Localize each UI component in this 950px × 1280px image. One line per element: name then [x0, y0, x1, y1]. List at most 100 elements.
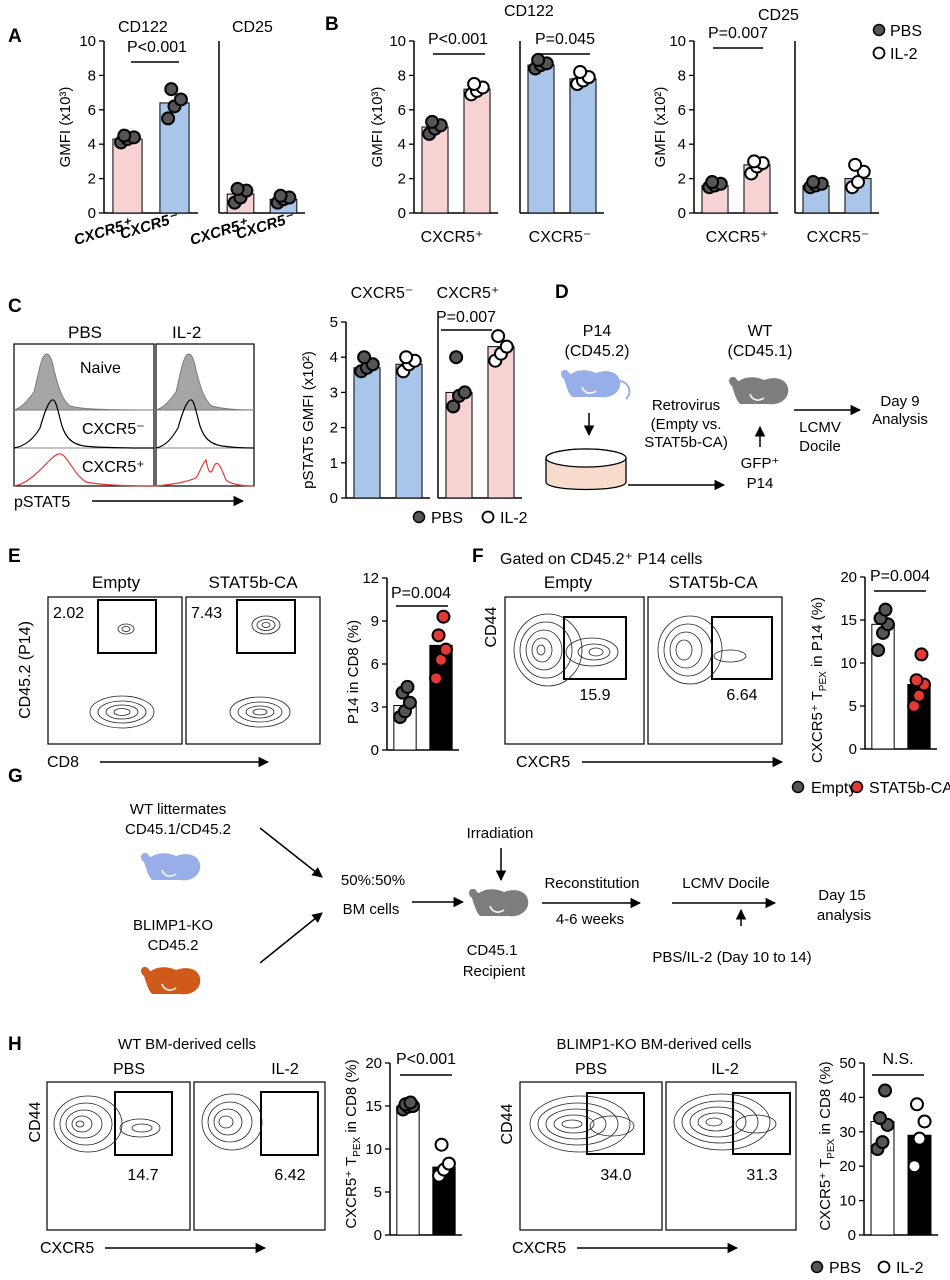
bar [463, 88, 491, 214]
panel-d-p14-b: P14 [747, 475, 774, 492]
panel-g-treatment: PBS/IL-2 (Day 10 to 14) [652, 949, 811, 966]
chart-c-pos [437, 322, 522, 499]
bar [396, 1105, 420, 1236]
panel-d-day-2: Analysis [872, 411, 928, 428]
panel-c-ylabel: pSTAT5 GMFI (x10²) [300, 351, 317, 489]
data-point [912, 688, 926, 703]
data-point [429, 671, 444, 686]
panel-h-wt-pvalue: P<0.001 [396, 1051, 456, 1068]
panel-e-empty-label: Empty [92, 573, 141, 592]
bar [527, 64, 555, 214]
data-point [457, 385, 472, 400]
panel-g-schematic: WT littermates CD45.1/CD45.2 BLIMP1-KO C… [125, 801, 871, 995]
panel-d-mouse-blue-icon [561, 369, 631, 400]
panel-e-gate-2 [236, 599, 296, 654]
data-point [173, 92, 188, 107]
panel-f-gated: Gated on CD45.2⁺ P14 cells [500, 551, 702, 568]
panel-label-b: B [325, 14, 339, 35]
panel-e-value-1: 2.02 [53, 605, 84, 622]
data-point [446, 399, 461, 414]
y-tick-label: 0 [330, 490, 338, 507]
panel-e-xlabel: CD8 [47, 754, 79, 771]
panel-a-pvalue: P<0.001 [127, 39, 187, 56]
bar [907, 1134, 932, 1236]
y-tick-label: 8 [88, 67, 96, 84]
panel-g-wt-1: WT littermates [130, 801, 226, 818]
data-point [747, 154, 762, 169]
bar [487, 346, 515, 499]
data-point [230, 181, 245, 196]
panel-h-ko-bar-ylabel-end: in CD8 (%) [817, 1061, 834, 1139]
panel-label-c: C [8, 296, 22, 317]
data-point [875, 1135, 890, 1150]
panel-g-wt-2: CD45.1/CD45.2 [125, 821, 231, 838]
data-point [531, 52, 546, 67]
panel-d-dish-icon [545, 448, 627, 491]
panel-b-ylabel-2: GMFI (x10²) [652, 87, 669, 168]
y-tick-label: 8 [398, 67, 406, 84]
panel-f-stat-label: STAT5b-CA [668, 573, 758, 592]
panel-a-xcat-2: CXCR5⁻ [118, 209, 181, 243]
y-tick-label: 4 [330, 349, 338, 366]
panel-f-value-1: 15.9 [579, 687, 610, 704]
y-tick-label: 10 [365, 1141, 382, 1158]
data-point [402, 695, 417, 710]
panel-h-ko-plot-2 [665, 1081, 797, 1231]
panel-label-g: G [8, 766, 23, 787]
panel-g-mix-1: 50%:50% [341, 872, 405, 889]
y-tick-label: 6 [678, 102, 686, 119]
panel-c-histograms: PBS IL-2 Naive CXCR5⁻ CXCR5⁺ pSTAT5 [13, 323, 255, 511]
data-point [438, 642, 453, 657]
data-point [399, 350, 414, 365]
panel-c-title-pos: CXCR5⁺ [437, 285, 500, 302]
panel-c-neg-hist-pbs [13, 399, 155, 449]
data-point [705, 175, 720, 190]
panel-h-ko-pbs: PBS [575, 1061, 607, 1078]
data-point [872, 1111, 887, 1126]
data-point [431, 628, 446, 643]
panel-h-ko-title: BLIMP1-KO BM-derived cells [556, 1036, 751, 1053]
panel-d-retro-1: Retrovirus [652, 397, 720, 414]
panel-d-retro-2: (Empty vs. [651, 416, 722, 433]
panel-e-pvalue: P=0.004 [391, 585, 451, 602]
y-tick-label: 2 [88, 171, 96, 188]
y-tick-label: 0 [849, 741, 857, 758]
y-tick-label: 1 [330, 455, 338, 472]
panel-f-bar-ylabel-main: CXCR5⁺ T [809, 691, 826, 763]
panel-h-wt-gate-2 [260, 1091, 319, 1156]
panel-b-title-cd122: CD122 [504, 3, 554, 20]
data-point [851, 175, 865, 190]
panel-h-ko-ylabel: CD44 [499, 1103, 516, 1144]
panel-label-f: F [472, 546, 484, 567]
panel-h-legend-pbs: PBS [829, 1260, 861, 1277]
panel-f-xlabel: CXCR5 [516, 754, 570, 771]
data-point [491, 329, 506, 344]
panel-b-pvalue-2: P=0.045 [535, 31, 595, 48]
panel-h-wt-title: WT BM-derived cells [118, 1036, 256, 1053]
panel-c-hist-box-il2 [155, 343, 255, 487]
data-point [117, 128, 132, 143]
panel-d-wt: WT [748, 323, 773, 340]
y-tick-label: 10 [840, 655, 857, 672]
panel-g-day-1: Day 15 [818, 887, 866, 904]
panel-f-contours-1 [513, 613, 619, 687]
panel-f-flow: Gated on CD45.2⁺ P14 cells Empty STAT5b-… [483, 551, 784, 771]
data-point [434, 1137, 449, 1152]
panel-e-contours-2 [229, 615, 291, 728]
panel-f-gate-1 [563, 616, 627, 680]
panel-e-stat-label: STAT5b-CA [208, 573, 298, 592]
y-tick-label: 0 [678, 205, 686, 222]
bar [395, 363, 423, 499]
panel-h-ko-bar-ylabel-sub: PEX [826, 1139, 837, 1159]
panel-e-value-2: 7.43 [191, 605, 222, 622]
panel-h-ko-bar-ylabel-main: CXCR5⁺ T [817, 1159, 834, 1231]
data-point [878, 1083, 893, 1098]
y-tick-label: 20 [840, 569, 857, 586]
data-point [357, 350, 372, 365]
panel-h-wt-pbs: PBS [113, 1061, 145, 1078]
panel-d-p14-cd: (CD45.2) [565, 343, 630, 360]
